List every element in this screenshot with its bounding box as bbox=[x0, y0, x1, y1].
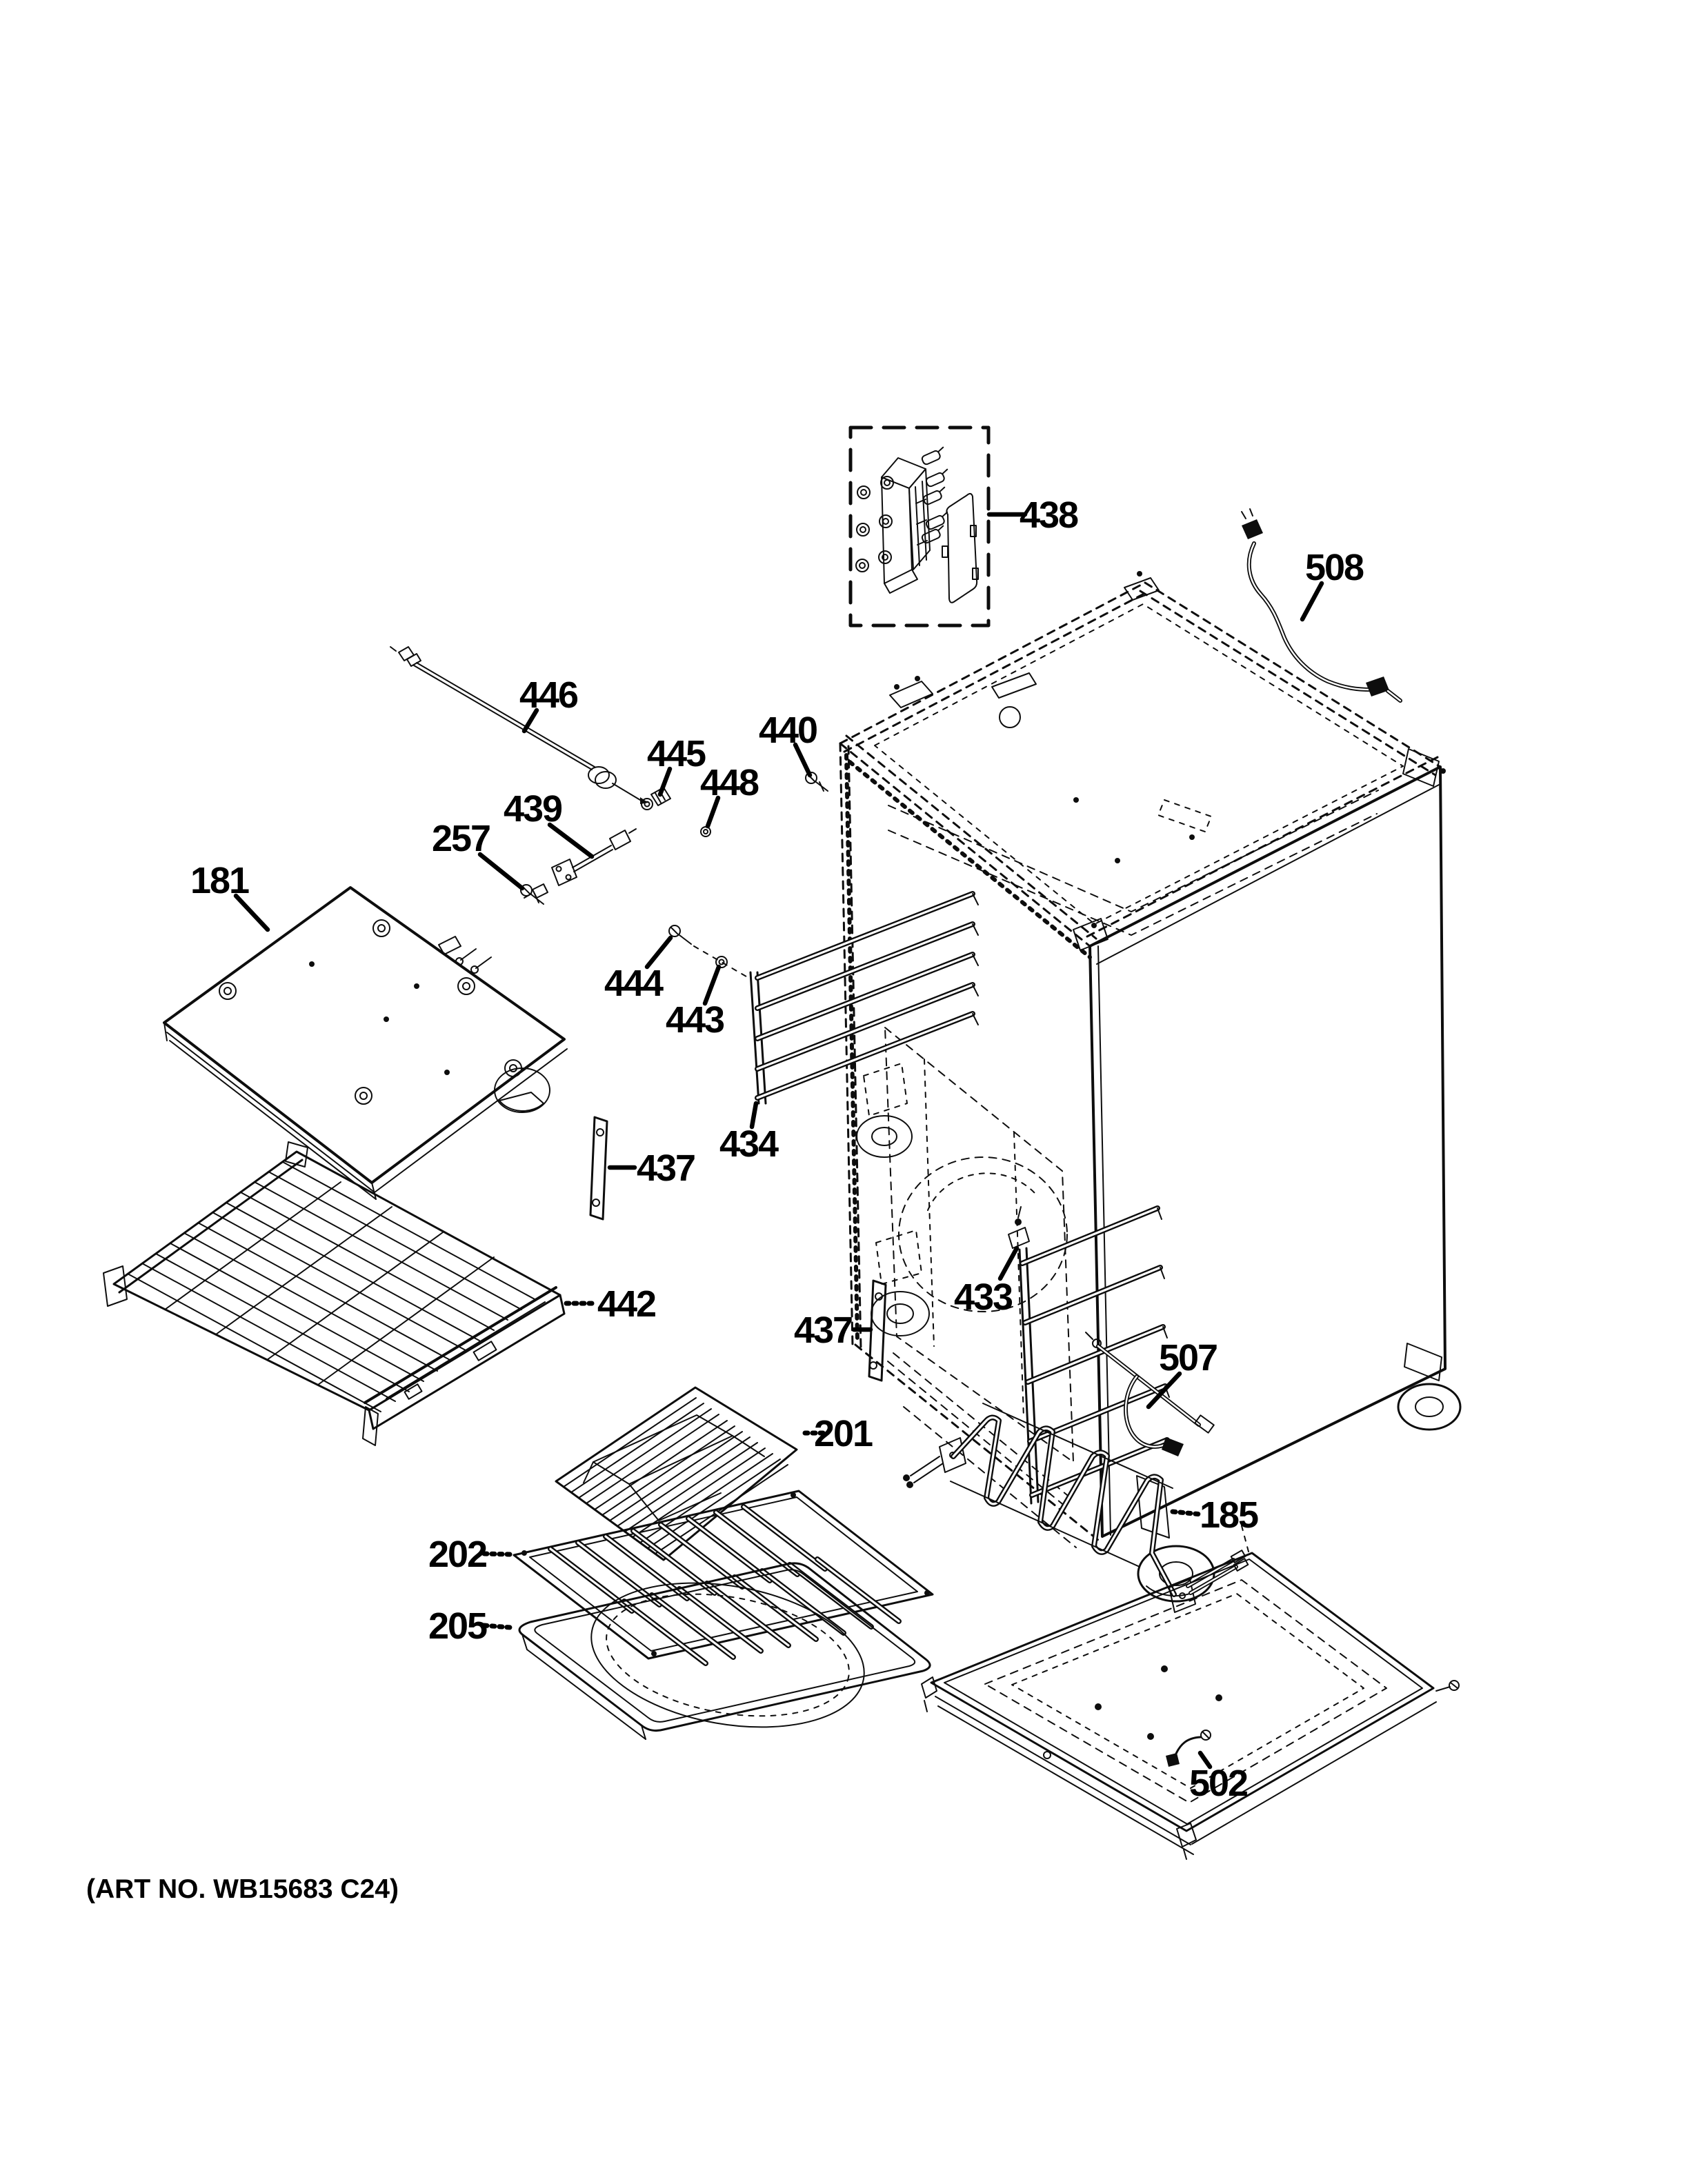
leader-448 bbox=[705, 795, 721, 829]
fan-opening bbox=[898, 1156, 1068, 1312]
leader-439 bbox=[547, 822, 595, 859]
part-label-434: 434 bbox=[719, 1123, 779, 1165]
part-label-507: 507 bbox=[1159, 1337, 1217, 1379]
part-448-nut bbox=[700, 826, 711, 837]
part-label-444: 444 bbox=[604, 963, 664, 1004]
part-502-wire bbox=[1166, 1730, 1211, 1767]
part-label-433: 433 bbox=[954, 1276, 1013, 1318]
part-437-bracket-a bbox=[589, 1116, 608, 1221]
part-437-bracket-b bbox=[868, 1279, 887, 1382]
leader-444 bbox=[644, 935, 673, 970]
leader-257 bbox=[477, 852, 525, 891]
harness-plug bbox=[1162, 1437, 1184, 1456]
part-label-257: 257 bbox=[432, 818, 490, 859]
leader-508 bbox=[1300, 581, 1324, 622]
part-label-440: 440 bbox=[759, 710, 817, 751]
chassis-top-rim bbox=[839, 581, 1442, 959]
leader-502 bbox=[1197, 1750, 1213, 1770]
part-label-202: 202 bbox=[428, 1534, 486, 1575]
part-label-437a: 437 bbox=[637, 1148, 695, 1189]
part-label-508: 508 bbox=[1305, 547, 1364, 588]
harness-connector-top bbox=[1242, 519, 1263, 539]
part-442-sliding-rack bbox=[103, 1141, 566, 1446]
element-support-plate bbox=[903, 1437, 966, 1488]
bracket-lugs bbox=[921, 446, 948, 544]
art-number: (ART NO. WB15683 C24) bbox=[86, 1874, 399, 1904]
part-label-448: 448 bbox=[700, 762, 759, 803]
bracket-nuts bbox=[855, 476, 894, 572]
rack-slide-rail bbox=[103, 1141, 566, 1446]
part-label-502: 502 bbox=[1189, 1763, 1247, 1804]
part-label-445: 445 bbox=[647, 733, 706, 774]
part-508-harness bbox=[1241, 508, 1402, 703]
part-label-205: 205 bbox=[428, 1605, 487, 1647]
harness-connector-bottom bbox=[1366, 677, 1389, 697]
leader-185 bbox=[1170, 1509, 1204, 1517]
chassis-right-panel bbox=[1088, 765, 1447, 1538]
part-label-446: 446 bbox=[519, 674, 578, 716]
part-434-rack-guide bbox=[749, 891, 979, 1105]
callouts: 438 508 446 445 448 440 439 257 181 444 … bbox=[190, 494, 1365, 1804]
leader-443 bbox=[702, 964, 722, 1006]
bracket-body bbox=[881, 457, 931, 594]
part-201-broiler-rack bbox=[555, 1386, 798, 1561]
chassis-top-interior bbox=[888, 672, 1379, 936]
leader-433 bbox=[997, 1245, 1020, 1281]
part-label-442: 442 bbox=[597, 1283, 655, 1325]
part-202-broiler-insert bbox=[513, 1490, 934, 1666]
part-label-437b: 437 bbox=[794, 1310, 852, 1351]
leader-205 bbox=[481, 1623, 513, 1630]
panel-terminal-screws bbox=[438, 936, 492, 974]
leader-440 bbox=[793, 742, 813, 778]
chassis-corner-brackets bbox=[889, 571, 1446, 951]
part-label-443: 443 bbox=[666, 999, 724, 1041]
leader-507 bbox=[1146, 1371, 1182, 1410]
part-444-screw bbox=[668, 925, 747, 977]
broiler-rack-wires bbox=[563, 1397, 788, 1554]
part-label-201: 201 bbox=[814, 1413, 873, 1454]
guide-bars bbox=[1020, 1205, 1170, 1498]
leader-181 bbox=[233, 893, 270, 932]
part-185-bake-element bbox=[903, 1403, 1249, 1613]
panel-grommets bbox=[219, 919, 522, 1105]
part-label-185: 185 bbox=[1200, 1494, 1258, 1536]
part-439-sensor bbox=[524, 828, 637, 899]
leader-445 bbox=[657, 766, 673, 797]
leader-446 bbox=[521, 708, 539, 734]
part-205-broiler-pan bbox=[518, 1562, 931, 1740]
panel-vent-hole bbox=[494, 1068, 550, 1113]
part-label-181: 181 bbox=[190, 860, 249, 901]
chassis-legs bbox=[856, 1063, 1462, 1603]
panel-edge-screw bbox=[1435, 1680, 1460, 1692]
insert-ribs bbox=[548, 1504, 902, 1666]
part-label-439: 439 bbox=[504, 788, 562, 830]
chassis-front-left-edge bbox=[839, 742, 1104, 1545]
part-507-harness bbox=[1085, 1332, 1215, 1456]
caster-rear bbox=[1397, 1383, 1462, 1431]
bracket-cover-plate bbox=[942, 492, 979, 603]
part-438-bracket-kit bbox=[848, 425, 991, 628]
part-446-probe bbox=[390, 646, 648, 804]
part-443-nut bbox=[715, 956, 728, 968]
part-433-rack-guide bbox=[1008, 1205, 1172, 1505]
dashed-kit-box bbox=[848, 425, 991, 628]
part-label-438: 438 bbox=[1020, 494, 1078, 536]
part-181-panel bbox=[163, 886, 568, 1200]
part-445-clip bbox=[641, 787, 671, 810]
guide-bars bbox=[755, 891, 975, 1101]
drawer-base-panel bbox=[921, 1520, 1460, 1860]
leader-434 bbox=[749, 1101, 759, 1130]
rack-wires bbox=[127, 1161, 537, 1412]
